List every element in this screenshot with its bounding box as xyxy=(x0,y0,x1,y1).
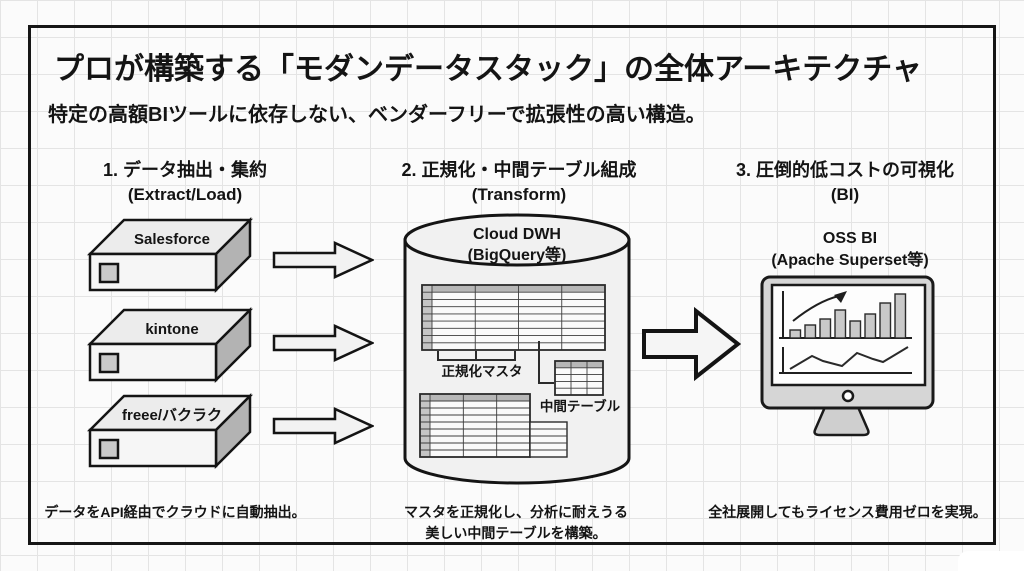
caption-bi: 全社展開してもライセンス費用ゼロを実現。 xyxy=(700,502,995,523)
warehouse-name: Cloud DWH xyxy=(473,226,561,243)
table-bg xyxy=(422,285,605,350)
chart-bar xyxy=(819,318,832,339)
page-subtitle: 特定の高額BIツールに依存しない、ベンダーフリーで拡張性の高い構造。 xyxy=(48,104,706,126)
intermediate-table xyxy=(554,360,604,396)
table-border xyxy=(554,360,604,396)
arrow-shape xyxy=(272,324,374,362)
column-heading: 3. 圧倒的低コストの可視化 xyxy=(735,160,954,180)
arrow-shape xyxy=(642,306,741,382)
bi-name: OSS BI xyxy=(822,230,878,247)
chart-bar xyxy=(894,293,907,339)
column-header-transform: 2. 正規化・中間テーブル組成 (Transform) xyxy=(394,157,644,208)
table-header-row xyxy=(420,394,530,401)
source-label: Salesforce xyxy=(134,231,210,248)
caption-transform: マスタを正規化し、分析に耐えうる 美しい中間テーブルを構築。 xyxy=(360,502,672,544)
flow-arrow-icon xyxy=(272,407,374,445)
source-label: freee/バクラク xyxy=(122,407,222,424)
flow-arrow-icon xyxy=(272,324,374,362)
page-title: プロが構築する「モダンデータスタック」の全体アーキテクチャ xyxy=(54,53,922,86)
watermark-box xyxy=(958,551,1024,571)
caption-extract: データをAPI経由でクラウドに自動抽出。 xyxy=(30,502,320,523)
bi-product: (Apache Superset等) xyxy=(771,251,929,269)
table-id-column xyxy=(420,394,430,457)
bi-tool-label: OSS BI (Apache Superset等) xyxy=(730,228,970,271)
diagram-frame xyxy=(28,25,996,545)
caption-line: データをAPI経由でクラウドに自動抽出。 xyxy=(44,504,306,520)
table-connector-line xyxy=(538,341,554,384)
table-extension xyxy=(529,421,568,458)
trend-arrow-head xyxy=(834,291,847,303)
box-led-icon xyxy=(98,352,120,374)
table-border xyxy=(421,284,606,351)
caption-line: マスタを正規化し、分析に耐えうる xyxy=(404,504,628,520)
flow-arrow-icon xyxy=(272,241,374,279)
normalized-master-label: 正規化マスタ xyxy=(442,363,523,379)
trend-arrow xyxy=(792,295,840,322)
monitor-stand xyxy=(813,405,870,437)
column-subheading: (Extract/Load) xyxy=(127,185,243,205)
line-chart xyxy=(789,346,909,370)
column-heading: 2. 正規化・中間テーブル組成 xyxy=(401,160,637,180)
lower-data-table xyxy=(419,393,531,458)
chart-bar xyxy=(804,324,817,339)
arrow-shape xyxy=(272,241,374,279)
flow-arrow-large-icon xyxy=(642,306,741,382)
cylinder-top xyxy=(403,213,631,267)
table-bg xyxy=(420,394,530,457)
desktop-monitor-dashboard-icon xyxy=(760,275,935,437)
table-header-row xyxy=(422,285,605,293)
source-box-salesforce: Salesforce xyxy=(86,216,254,294)
column-header-extract: 1. データ抽出・集約 (Extract/Load) xyxy=(60,157,310,208)
table-id-column xyxy=(422,285,432,350)
database-cylinder-icon: Cloud DWH (BigQuery等) 正規化マスタ 中間テーブル xyxy=(403,213,631,485)
line-chart-axis xyxy=(779,347,912,374)
chart-bar xyxy=(834,309,847,339)
column-subheading: (BI) xyxy=(830,185,860,205)
column-header-bi: 3. 圧倒的低コストの可視化 (BI) xyxy=(720,157,970,208)
intermediate-table-label: 中間テーブル xyxy=(540,398,621,414)
chart-bar xyxy=(864,313,877,339)
box-led-icon xyxy=(98,438,120,460)
warehouse-product: (BigQuery等) xyxy=(468,245,567,264)
box-led-icon xyxy=(98,262,120,284)
column-subheading: (Transform) xyxy=(471,185,567,205)
arrow-shape xyxy=(272,407,374,445)
source-box-kintone: kintone xyxy=(86,306,254,384)
bar-chart xyxy=(789,293,907,339)
caption-line: 全社展開してもライセンス費用ゼロを実現。 xyxy=(708,504,987,520)
chart-bar xyxy=(879,302,892,339)
monitor-button xyxy=(841,389,855,403)
source-label: kintone xyxy=(145,321,198,338)
chart-bar xyxy=(849,320,862,339)
chart-bar xyxy=(789,329,802,339)
normalized-master-table xyxy=(421,284,606,351)
source-box-freee-bakuraku: freee/バクラク xyxy=(86,392,254,470)
column-heading: 1. データ抽出・集約 xyxy=(102,160,267,180)
table-group-bracket xyxy=(437,351,516,361)
table-header-row xyxy=(555,361,603,368)
caption-line: 美しい中間テーブルを構築。 xyxy=(425,525,607,541)
